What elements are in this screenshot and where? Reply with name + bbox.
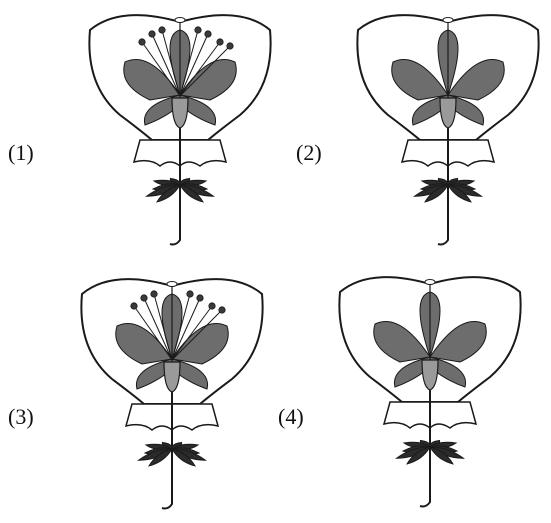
- stigma: [425, 280, 435, 285]
- anther: [149, 31, 155, 37]
- stigma: [175, 18, 185, 23]
- panel-4-label: (4): [278, 406, 304, 428]
- panel-1-flower-illustration: [80, 0, 280, 250]
- left-leaf: [147, 179, 181, 202]
- anther: [141, 295, 147, 301]
- anther: [195, 27, 201, 33]
- stigma: [167, 282, 177, 287]
- anther: [131, 303, 137, 309]
- left-leaf: [139, 443, 173, 466]
- flower-group: [339, 277, 520, 506]
- anther: [159, 27, 165, 33]
- anther: [197, 295, 203, 301]
- flower-group: [81, 279, 262, 508]
- panel-2-label: (2): [296, 142, 322, 164]
- panel-1-label: (1): [8, 142, 34, 164]
- anther: [205, 31, 211, 37]
- left-leaf: [415, 179, 449, 202]
- anther: [209, 303, 215, 309]
- panel-3-flower-illustration: [72, 264, 272, 514]
- anther: [139, 39, 145, 45]
- right-leaf: [448, 179, 482, 202]
- anther: [219, 307, 225, 313]
- right-leaf: [172, 443, 206, 466]
- anther: [187, 291, 193, 297]
- anther: [217, 39, 223, 45]
- right-leaf: [180, 179, 214, 202]
- panel-3-label: (3): [8, 406, 34, 428]
- flower-group: [89, 15, 270, 244]
- anther: [227, 43, 233, 49]
- panel-4-flower-illustration: [330, 262, 530, 512]
- flower-group: [357, 15, 538, 244]
- anther: [151, 291, 157, 297]
- left-leaf: [397, 441, 431, 464]
- stigma: [443, 18, 453, 23]
- panel-2-flower-illustration: [348, 0, 548, 250]
- right-leaf: [430, 441, 464, 464]
